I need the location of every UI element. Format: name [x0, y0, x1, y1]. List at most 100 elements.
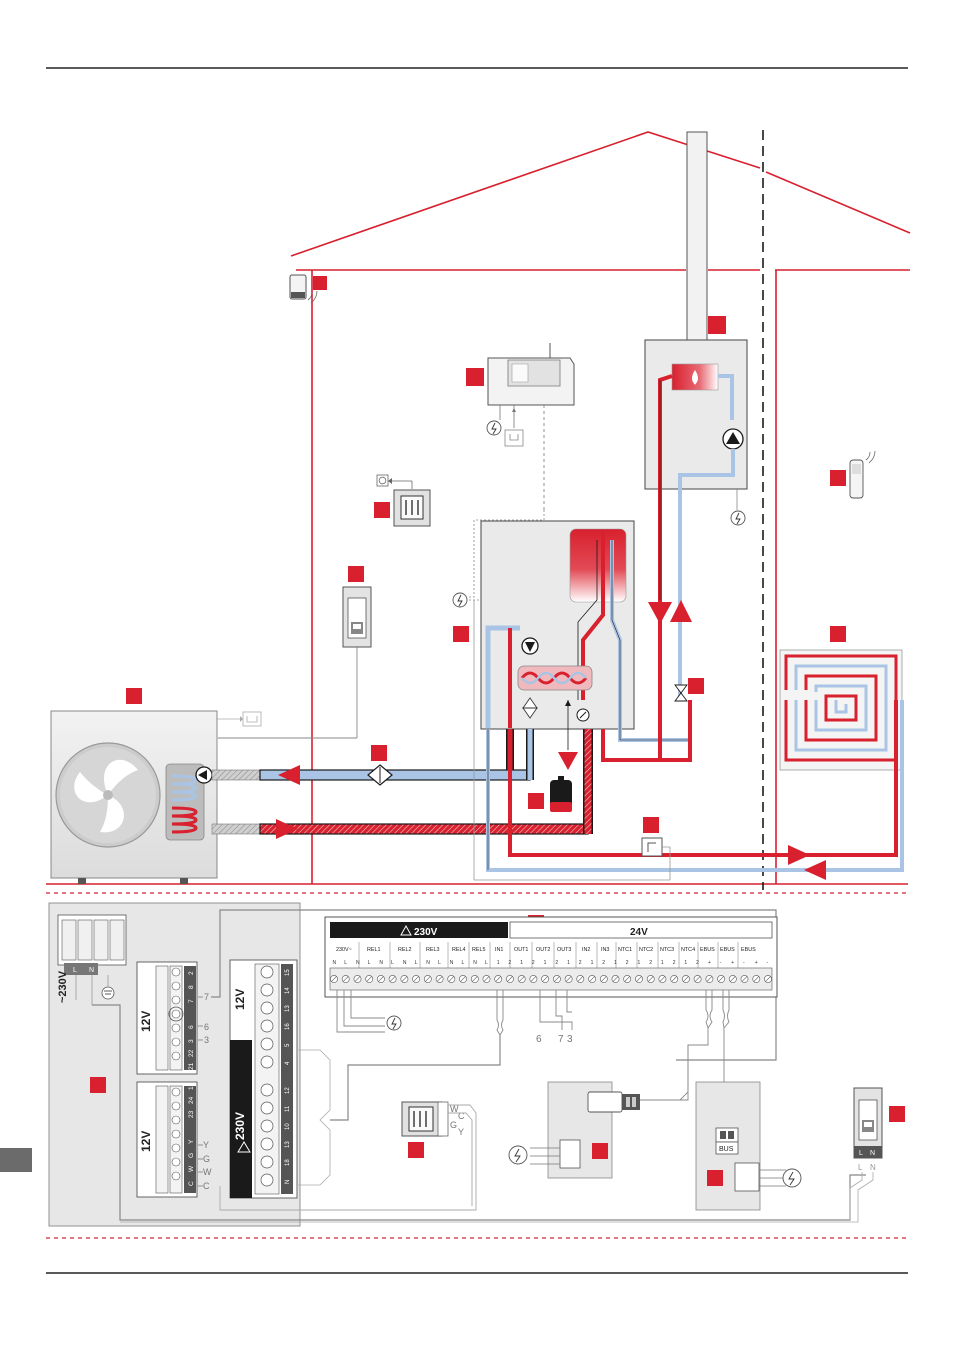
wireless-remote-control: [830, 450, 876, 499]
underfloor-heating-circuit: [770, 626, 904, 880]
flow-temperature-sensor: [641, 817, 671, 880]
terminal-screw-slot: [413, 976, 419, 982]
strip-24v-label: 24V: [630, 927, 648, 938]
terminal-pin-label: N: [333, 960, 337, 966]
block-lower-c: C: [188, 1181, 195, 1186]
wire-label-y: Y: [203, 1140, 209, 1150]
controller-terminal-strip: 230V 24V 230V~ REL1 REL2 REL3 REL4 REL5 …: [324, 915, 778, 998]
terminal-screw-slot: [542, 976, 548, 982]
hdr-out2: OUT2: [536, 947, 550, 953]
strip-separators: [358, 942, 739, 968]
wireless-room-sensor: [289, 274, 327, 304]
terminal-screw-slot: [401, 976, 408, 982]
terminal-pin-label: L: [344, 960, 347, 966]
terminal-screw-slot: [507, 976, 513, 982]
block-upper-n1: 21: [188, 1062, 195, 1070]
terminal-pin-label: 2: [508, 960, 511, 966]
br-num-7: 12: [285, 1087, 291, 1094]
terminal-pin-label: N: [356, 960, 360, 966]
br-num-4: 16: [285, 1023, 291, 1030]
block-lower-terminals: [155, 1085, 196, 1194]
wire-label-7: 7: [204, 992, 209, 1002]
terminal-screw-slot: [577, 976, 583, 982]
page-tab-marker: [0, 1148, 32, 1172]
strip-wire-6: 6: [536, 1034, 542, 1045]
terminal-pin-label: 1: [591, 960, 594, 966]
strip-wire-3: 3: [567, 1034, 573, 1045]
terminal-screw-slot: [472, 976, 478, 982]
terminal-screw-slot: [448, 976, 454, 982]
strip-screw-row: [330, 975, 772, 983]
ebus-module-panel: BUS: [695, 1081, 802, 1211]
terminal-pin-label: L: [485, 960, 488, 966]
block-upper-n5: 7: [188, 999, 195, 1003]
terminal-pin-label: N: [426, 960, 430, 966]
terminal-pin-label: -: [720, 960, 722, 966]
br-num-9: 10: [285, 1123, 291, 1130]
module-connection-pipes: [473, 600, 770, 881]
wired-room-thermostat: W C G Y: [219, 1101, 477, 1211]
br-num-3: 13: [285, 1005, 291, 1012]
terminal-screw-slot: [589, 976, 595, 982]
block-right-terminals: [254, 963, 293, 1195]
terminal-pin-label: 1: [661, 960, 664, 966]
block-upper-voltage: 12V: [139, 1011, 153, 1032]
terminal-pin-label: 2: [555, 960, 558, 966]
mixing-valve-actuator-panel: [508, 1045, 689, 1179]
expansion-vessel: [528, 752, 578, 812]
terminal-screw-slot: [331, 976, 337, 982]
block-lower-n1: 23: [188, 1110, 195, 1118]
terminal-screw-slot: [530, 976, 537, 982]
terminal-pin-label: +: [708, 960, 711, 966]
thermo-wire-y: Y: [458, 1127, 464, 1137]
terminal-screw-slot: [495, 976, 501, 982]
wire-label-g: G: [203, 1154, 210, 1164]
br-num-10: 13: [285, 1141, 291, 1148]
indoor-hydraulic-module: [452, 510, 692, 750]
terminal-screw-slot: [354, 976, 361, 982]
terminal-pin-label: L: [438, 960, 441, 966]
terminal-pin-label: 2: [579, 960, 582, 966]
br-num-5: 5: [285, 1043, 291, 1047]
hdr-rel1: REL1: [367, 947, 381, 953]
block-right-low-voltage: 12V: [233, 989, 247, 1010]
terminal-screw-slot: [343, 976, 349, 982]
terminal-pin-label: 2: [602, 960, 605, 966]
block-upper-terminals: [155, 965, 196, 1071]
terminal-screw-slot: [694, 976, 701, 982]
block-upper-n2: 22: [188, 1049, 195, 1057]
bus-label: BUS: [719, 1146, 734, 1153]
mains-terminal-pins: [61, 919, 125, 975]
terminal-pin-label: 1: [638, 960, 641, 966]
terminal-pin-label: N: [473, 960, 477, 966]
thermo-wire-c: C: [458, 1111, 465, 1121]
wire-label-w: W: [203, 1167, 212, 1177]
terminal-screw-slot: [565, 976, 572, 982]
outdoor-wire-labels: 7 6 3 Y G W C: [203, 992, 212, 1191]
terminal-screw-slot: [730, 976, 736, 982]
breaker-pin-n: N: [870, 1163, 876, 1172]
breaker-pin-l: L: [858, 1163, 863, 1172]
terminal-screw-slot: [425, 976, 431, 982]
warning-icon-outdoor: [237, 1141, 251, 1153]
terminal-pin-label: L: [391, 960, 394, 966]
hdr-in2: IN2: [582, 947, 590, 953]
terminal-screw-slot: [741, 976, 748, 982]
terminal-pin-label: 2: [673, 960, 676, 966]
hdr-ebus1: EBUS: [700, 947, 715, 953]
wire-label-3: 3: [204, 1035, 209, 1045]
circuit-breaker-indoor: [218, 566, 372, 739]
block-upper-n7: 2: [188, 971, 195, 975]
terminal-screw-slot: [483, 976, 490, 982]
hdr-in1: IN1: [495, 947, 503, 953]
br-num-8: 11: [285, 1105, 291, 1112]
br-num-1: 15: [285, 969, 291, 976]
terminal-screw-slot: [671, 976, 677, 982]
strip-230v-headers: 230V~ REL1 REL2 REL3 REL4 REL5 IN1: [336, 947, 503, 953]
strip-wire-numbers: 6 7 3: [536, 1034, 573, 1045]
block-lower-n2: 24: [188, 1096, 195, 1104]
block-right-numbers: 15 14 13 16 5 4 12 11 10 13 18 N: [285, 969, 291, 1184]
br-num-2: 14: [285, 987, 291, 994]
